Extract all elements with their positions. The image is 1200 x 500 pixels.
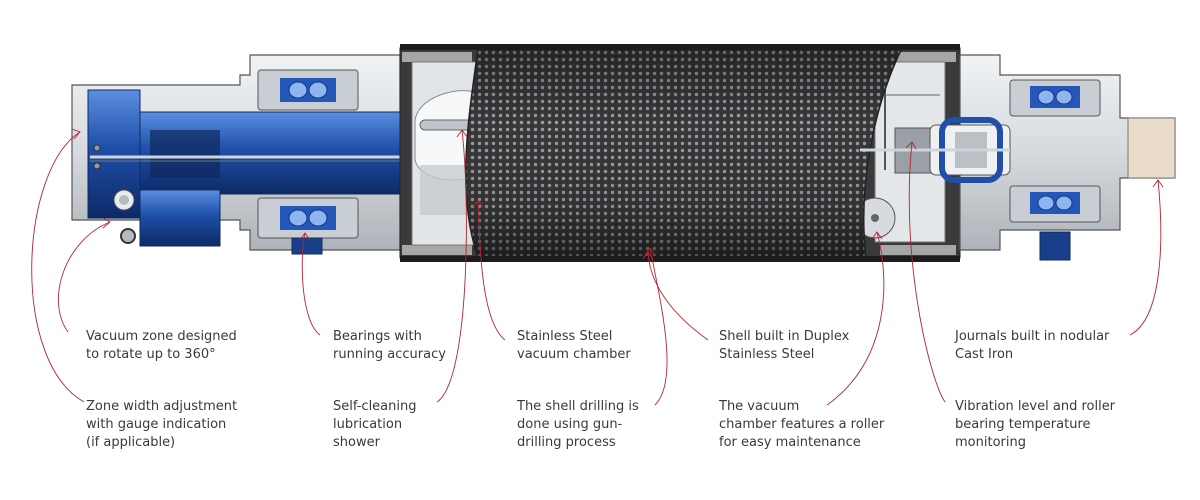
label-zone-width-adjustment: Zone width adjustment with gauge indicat… xyxy=(86,399,238,450)
adjustment-knob xyxy=(120,228,136,244)
label-vacuum-zone: Vacuum zone designed to rotate up to 360… xyxy=(86,329,237,362)
left-bearing-bottom xyxy=(257,197,359,255)
label-shell-drilling: The shell drilling is done using gun- dr… xyxy=(517,399,639,450)
perforated-shell xyxy=(465,47,903,259)
label-stainless-vacuum-chamber: Stainless Steel vacuum chamber xyxy=(517,329,631,362)
right-bearing-bottom xyxy=(1009,185,1101,261)
journal-shaft xyxy=(1127,117,1176,179)
label-journals: Journals built in nodular Cast Iron xyxy=(955,329,1110,362)
label-self-cleaning-shower: Self-cleaning lubrication shower xyxy=(333,399,417,450)
left-bearing-top xyxy=(257,69,359,111)
right-bearing-top xyxy=(1009,79,1101,117)
label-vacuum-chamber-roller: The vacuum chamber features a roller for… xyxy=(719,399,885,450)
left-end-housing xyxy=(71,54,440,251)
label-shell-duplex: Shell built in Duplex Stainless Steel xyxy=(719,329,850,362)
label-bearings: Bearings with running accuracy xyxy=(333,329,446,362)
label-vibration-monitoring: Vibration level and roller bearing tempe… xyxy=(955,399,1116,450)
inner-blue-shaft xyxy=(139,111,431,195)
leader-lines xyxy=(31,128,1164,406)
